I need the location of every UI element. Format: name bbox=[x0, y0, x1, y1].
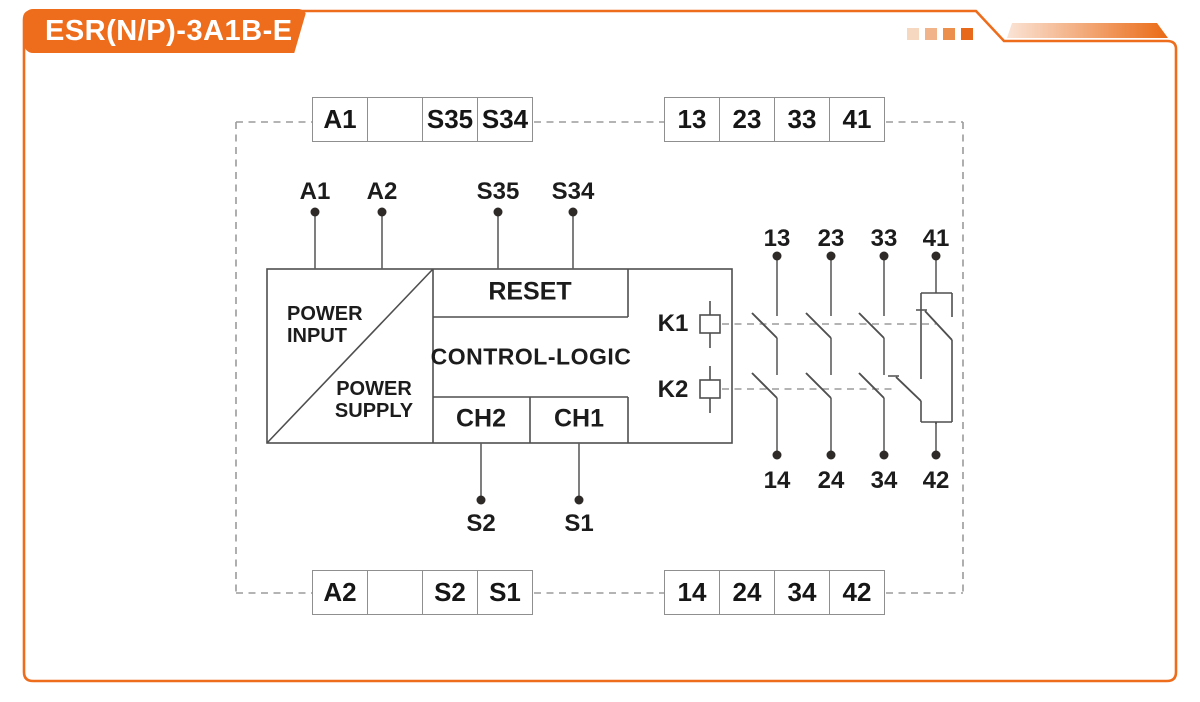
terminal-cell-blank-bottom bbox=[367, 571, 422, 614]
power-supply-box-diagonal bbox=[266, 268, 434, 444]
label-s34: S34 bbox=[551, 178, 595, 205]
label-power-input-line2: INPUT bbox=[287, 325, 347, 347]
label-k2: K2 bbox=[657, 376, 689, 403]
terminal-cell-13: 13 bbox=[677, 104, 707, 134]
terminal-dot-24 bbox=[826, 450, 836, 460]
label-power-supply-line1: POWER bbox=[336, 378, 412, 400]
terminal-cell-23: 23 bbox=[719, 98, 774, 141]
channel-boxes bbox=[433, 396, 629, 443]
label-k1: K1 bbox=[657, 310, 689, 337]
terminal-dot-a2 bbox=[377, 207, 387, 217]
label-ch1: CH1 bbox=[553, 404, 605, 433]
label-ch2: CH2 bbox=[455, 404, 507, 433]
label-33: 33 bbox=[870, 225, 898, 252]
no-contact-blades bbox=[751, 312, 885, 399]
reset-box bbox=[433, 269, 629, 318]
label-a2: A2 bbox=[366, 178, 398, 205]
terminal-strip-bottom-left: A2 S2 S1 bbox=[312, 570, 533, 615]
decor-square-3 bbox=[943, 28, 955, 40]
terminal-dot-42 bbox=[931, 450, 941, 460]
decor-square-4 bbox=[961, 28, 973, 40]
terminal-cell-a1: A1 bbox=[323, 104, 357, 134]
terminal-cell-14: 14 bbox=[677, 577, 707, 607]
terminal-cell-42: 42 bbox=[829, 571, 884, 614]
label-13: 13 bbox=[763, 225, 791, 252]
terminal-lead-lines bbox=[314, 214, 937, 496]
nc-contact-stop-ticks bbox=[888, 309, 927, 377]
terminal-cell-s1: S1 bbox=[477, 571, 532, 614]
decor-square-1 bbox=[907, 28, 919, 40]
label-s1: S1 bbox=[564, 510, 594, 537]
decor-square-2 bbox=[925, 28, 937, 40]
terminal-dot-a1 bbox=[310, 207, 320, 217]
terminal-cell-s2: S2 bbox=[422, 571, 477, 614]
terminal-cell-33: 33 bbox=[774, 98, 829, 141]
logic-outline-box bbox=[266, 268, 733, 444]
terminal-dot-14 bbox=[772, 450, 782, 460]
terminal-lines bbox=[314, 214, 937, 496]
terminal-dot-13 bbox=[772, 251, 782, 261]
dashed-connections bbox=[235, 121, 964, 594]
label-power-input-line1: POWER bbox=[287, 303, 363, 325]
terminal-cell-34: 34 bbox=[774, 571, 829, 614]
label-power-supply: POWER SUPPLY bbox=[335, 378, 413, 422]
terminal-cell-s34: S34 bbox=[477, 98, 532, 141]
terminal-dot-s34 bbox=[568, 207, 578, 217]
label-s2: S2 bbox=[466, 510, 496, 537]
gradient-bar bbox=[1007, 23, 1168, 38]
label-23: 23 bbox=[817, 225, 845, 252]
k2-coil-square bbox=[699, 379, 721, 399]
function-blocks bbox=[266, 268, 733, 444]
nc-contact-blades bbox=[895, 310, 953, 402]
terminal-strip-bottom-right: 14 24 34 42 bbox=[664, 570, 885, 615]
label-a1: A1 bbox=[299, 178, 331, 205]
terminal-cell-s35: S35 bbox=[422, 98, 477, 141]
contacts bbox=[751, 292, 953, 424]
terminal-dot-33 bbox=[879, 251, 889, 261]
terminal-dots bbox=[310, 207, 941, 505]
terminal-dot-34 bbox=[879, 450, 889, 460]
terminal-dot-41 bbox=[931, 251, 941, 261]
label-41: 41 bbox=[922, 225, 950, 252]
k1-coil-square bbox=[699, 314, 721, 334]
terminal-cell-a2: A2 bbox=[323, 577, 357, 607]
terminal-dot-s1 bbox=[574, 495, 584, 505]
label-s35: S35 bbox=[476, 178, 520, 205]
label-34: 34 bbox=[870, 467, 898, 494]
terminal-cell-41: 41 bbox=[829, 98, 884, 141]
label-24: 24 bbox=[817, 467, 845, 494]
product-badge: ESR(N/P)-3A1B-E bbox=[24, 9, 307, 53]
terminal-strip-top-right: 13 23 33 41 bbox=[664, 97, 885, 142]
label-14: 14 bbox=[763, 467, 791, 494]
relay-actuation-dashed-lines bbox=[722, 323, 936, 390]
product-name: ESR(N/P)-3A1B-E bbox=[45, 14, 293, 47]
label-control-logic: CONTROL-LOGIC bbox=[430, 343, 632, 370]
label-power-input: POWER INPUT bbox=[287, 303, 363, 347]
label-42: 42 bbox=[922, 467, 950, 494]
terminal-dot-23 bbox=[826, 251, 836, 261]
terminal-dot-s2 bbox=[476, 495, 486, 505]
label-reset: RESET bbox=[488, 277, 572, 306]
terminal-cell-blank-top bbox=[367, 98, 422, 141]
nc-contact-box bbox=[920, 292, 953, 424]
strip-dashed-frame bbox=[235, 121, 964, 594]
terminal-cell-24: 24 bbox=[719, 571, 774, 614]
label-power-supply-line2: SUPPLY bbox=[334, 400, 414, 422]
terminal-dot-s35 bbox=[493, 207, 503, 217]
terminal-strip-top-left: A1 S35 S34 bbox=[312, 97, 533, 142]
